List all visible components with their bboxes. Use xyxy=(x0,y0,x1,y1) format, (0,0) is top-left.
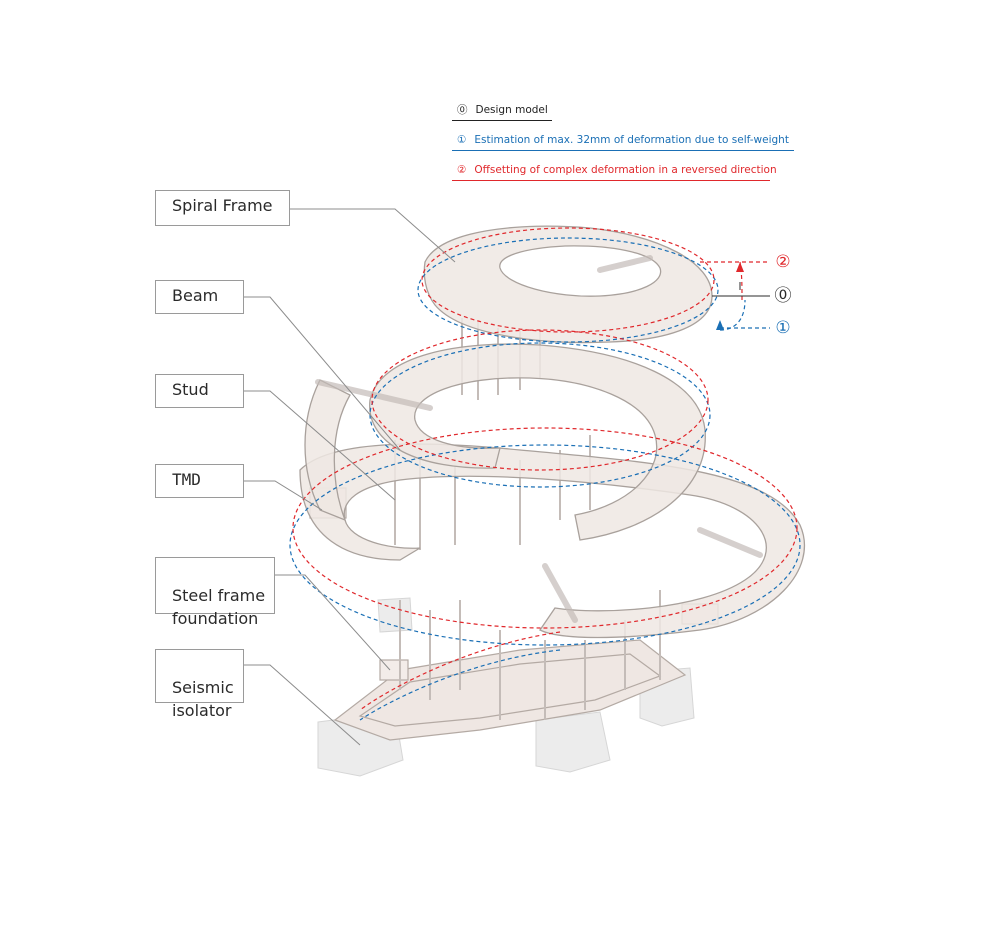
design-model-outline xyxy=(712,282,770,297)
self-weight-marker: ① xyxy=(457,134,467,146)
callout-spiral-frame: Spiral Frame xyxy=(155,190,290,226)
callout-leaders xyxy=(244,208,456,746)
legend-item-design-model: ⓪ Design model xyxy=(457,103,548,117)
legend-underline xyxy=(452,180,770,181)
callout-steel-frame-foundation: Steel frame foundation xyxy=(155,557,275,628)
design-model-marker: ⓪ xyxy=(457,104,468,116)
spiral-turn-middle xyxy=(369,343,706,541)
callout-beam: Beam xyxy=(155,280,244,314)
callout-stud: Stud xyxy=(155,374,244,408)
callout-label: Seismic isolator xyxy=(172,678,234,720)
spiral-frame xyxy=(299,225,806,639)
callout-label: Beam xyxy=(172,286,219,305)
legend-text: Estimation of max. 32mm of deformation d… xyxy=(474,134,789,146)
callout-label: Steel frame foundation xyxy=(172,586,266,628)
spiral-turn-top xyxy=(423,225,713,344)
callout-seismic-isolator: Seismic isolator xyxy=(155,649,244,720)
arrow-up-icon xyxy=(736,262,744,272)
design-marker-label: ⓪ xyxy=(774,286,792,306)
offset-marker-label: ② xyxy=(775,252,791,272)
legend-item-offset: ② Offsetting of complex deformation in a … xyxy=(457,163,777,177)
legend-underline xyxy=(452,120,552,121)
legend-item-self-weight: ① Estimation of max. 32mm of deformation … xyxy=(457,133,789,147)
legend-text: Offsetting of complex deformation in a r… xyxy=(474,164,777,176)
offset-marker: ② xyxy=(457,164,467,176)
callout-label: Stud xyxy=(172,380,209,399)
callout-label: TMD xyxy=(172,470,201,489)
legend-text: Design model xyxy=(475,104,548,116)
legend-underline xyxy=(452,150,794,151)
callout-tmd: TMD xyxy=(155,464,244,498)
beams xyxy=(315,255,763,623)
self-weight-marker-label: ① xyxy=(775,318,791,338)
callout-label: Spiral Frame xyxy=(172,196,273,215)
